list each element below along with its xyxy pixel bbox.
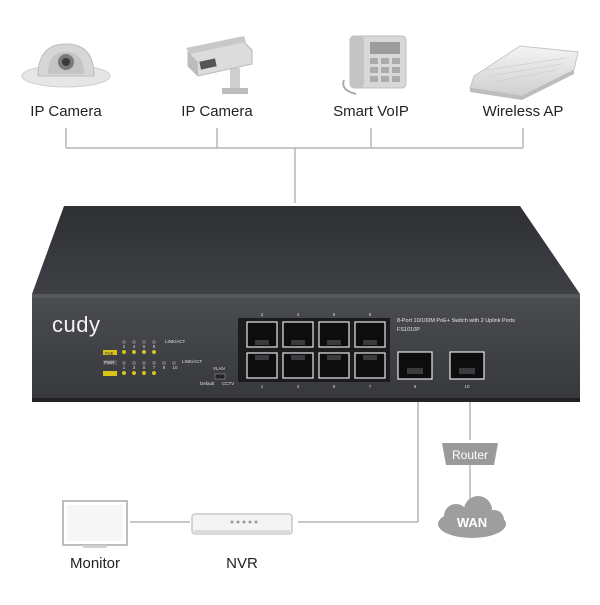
uplink-ports — [397, 351, 485, 380]
led-number-8: 8 — [152, 344, 156, 349]
router-icon — [442, 443, 498, 465]
default-label: Default — [200, 381, 215, 386]
port-number-10: 10 — [464, 384, 470, 389]
led-number-6: 6 — [142, 344, 146, 349]
port-number-8: 8 — [368, 312, 372, 317]
device-label-ip-camera-2: IP Camera — [181, 103, 253, 120]
ethernet-port-grid — [246, 321, 386, 379]
brand-logo-text: cudy — [52, 312, 101, 337]
router-label: Router — [451, 448, 489, 462]
pwr-label: PWR — [104, 360, 115, 365]
vlan-toggle[interactable] — [214, 373, 226, 380]
port-number-7: 7 — [368, 384, 372, 389]
poe-switch — [32, 206, 580, 402]
cctv-label: CCTV — [222, 381, 235, 386]
nvr-icon — [191, 513, 293, 535]
port-number-6: 6 — [332, 312, 336, 317]
led-number-10: 10 — [172, 365, 178, 370]
wan-cloud-icon — [438, 496, 506, 538]
led-number-7: 7 — [152, 365, 156, 370]
led-link-act-label-top: LINK/ACT — [165, 339, 186, 344]
port-number-3: 3 — [296, 384, 300, 389]
device-label-nvr: NVR — [226, 555, 258, 572]
dome-camera-icon — [21, 43, 111, 88]
device-label-ip-camera-1: IP Camera — [30, 103, 102, 120]
bottom-connection-lines — [130, 382, 471, 523]
led-number-4: 4 — [132, 344, 136, 349]
switch-model-number: FS1010P — [397, 327, 420, 333]
port-number-2: 2 — [260, 312, 264, 317]
device-label-wireless-ap: Wireless AP — [482, 103, 564, 120]
access-point-icon — [469, 45, 579, 100]
led-number-9: 9 — [162, 365, 166, 370]
port-number-9: 9 — [413, 384, 417, 389]
led-number-3: 3 — [132, 365, 136, 370]
device-label-smart-voip: Smart VoIP — [333, 103, 409, 120]
port-number-4: 4 — [296, 312, 300, 317]
led-number-2: 2 — [122, 344, 126, 349]
led-number-1: 1 — [122, 365, 126, 370]
led-number-5: 5 — [142, 365, 146, 370]
status-leds — [103, 340, 176, 376]
wan-label: WAN — [456, 515, 488, 530]
port-number-1: 1 — [260, 384, 264, 389]
switch-model-line: 8-Port 10/100M PoE+ Switch with 2 Uplink… — [397, 318, 515, 324]
voip-phone-icon — [342, 35, 407, 95]
poe-label: PoE — [105, 351, 114, 356]
device-label-monitor: Monitor — [69, 555, 121, 572]
led-link-act-label-bottom: LINK/ACT — [182, 359, 203, 364]
monitor-icon — [62, 500, 128, 548]
vlan-label: VLAN — [213, 366, 225, 371]
port-number-5: 5 — [332, 384, 336, 389]
top-connection-lines — [65, 128, 524, 203]
bullet-camera-icon — [186, 36, 253, 94]
